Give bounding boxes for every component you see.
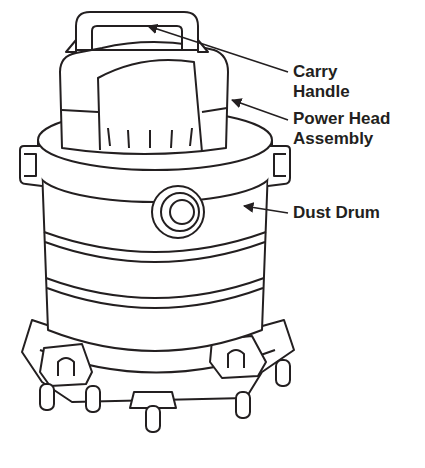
power-head xyxy=(60,42,228,154)
vent-slot xyxy=(108,128,192,148)
part-label: Carry Handle xyxy=(293,62,383,102)
wheel xyxy=(276,360,290,386)
inlet-port xyxy=(170,200,194,224)
leader-line xyxy=(244,206,288,213)
inlet-port xyxy=(161,193,199,231)
drum-band xyxy=(45,242,265,262)
leader-line xyxy=(232,100,288,120)
carry-handle xyxy=(76,12,198,50)
wheel xyxy=(86,386,100,412)
lid-latch xyxy=(268,146,290,186)
lid-latch xyxy=(24,154,36,176)
wheel xyxy=(146,406,160,432)
handle-tab xyxy=(66,40,76,52)
caster-housing xyxy=(40,344,92,386)
inlet-port xyxy=(152,186,204,238)
power-head-seam xyxy=(202,108,227,112)
lid-latch xyxy=(274,154,286,176)
caster-hook xyxy=(228,350,244,368)
part-label: Dust Drum xyxy=(293,203,421,223)
power-head-seam xyxy=(62,110,98,112)
drum-band xyxy=(44,232,266,252)
drum-band xyxy=(46,278,264,298)
drum-band xyxy=(47,288,263,308)
part-label: Power Head Assembly xyxy=(293,109,411,149)
wheel xyxy=(40,384,54,410)
leader-line xyxy=(148,26,288,72)
caster-hook xyxy=(58,358,74,376)
power-head-face xyxy=(98,60,202,152)
lid-latch xyxy=(20,146,42,186)
wheel xyxy=(236,392,250,418)
